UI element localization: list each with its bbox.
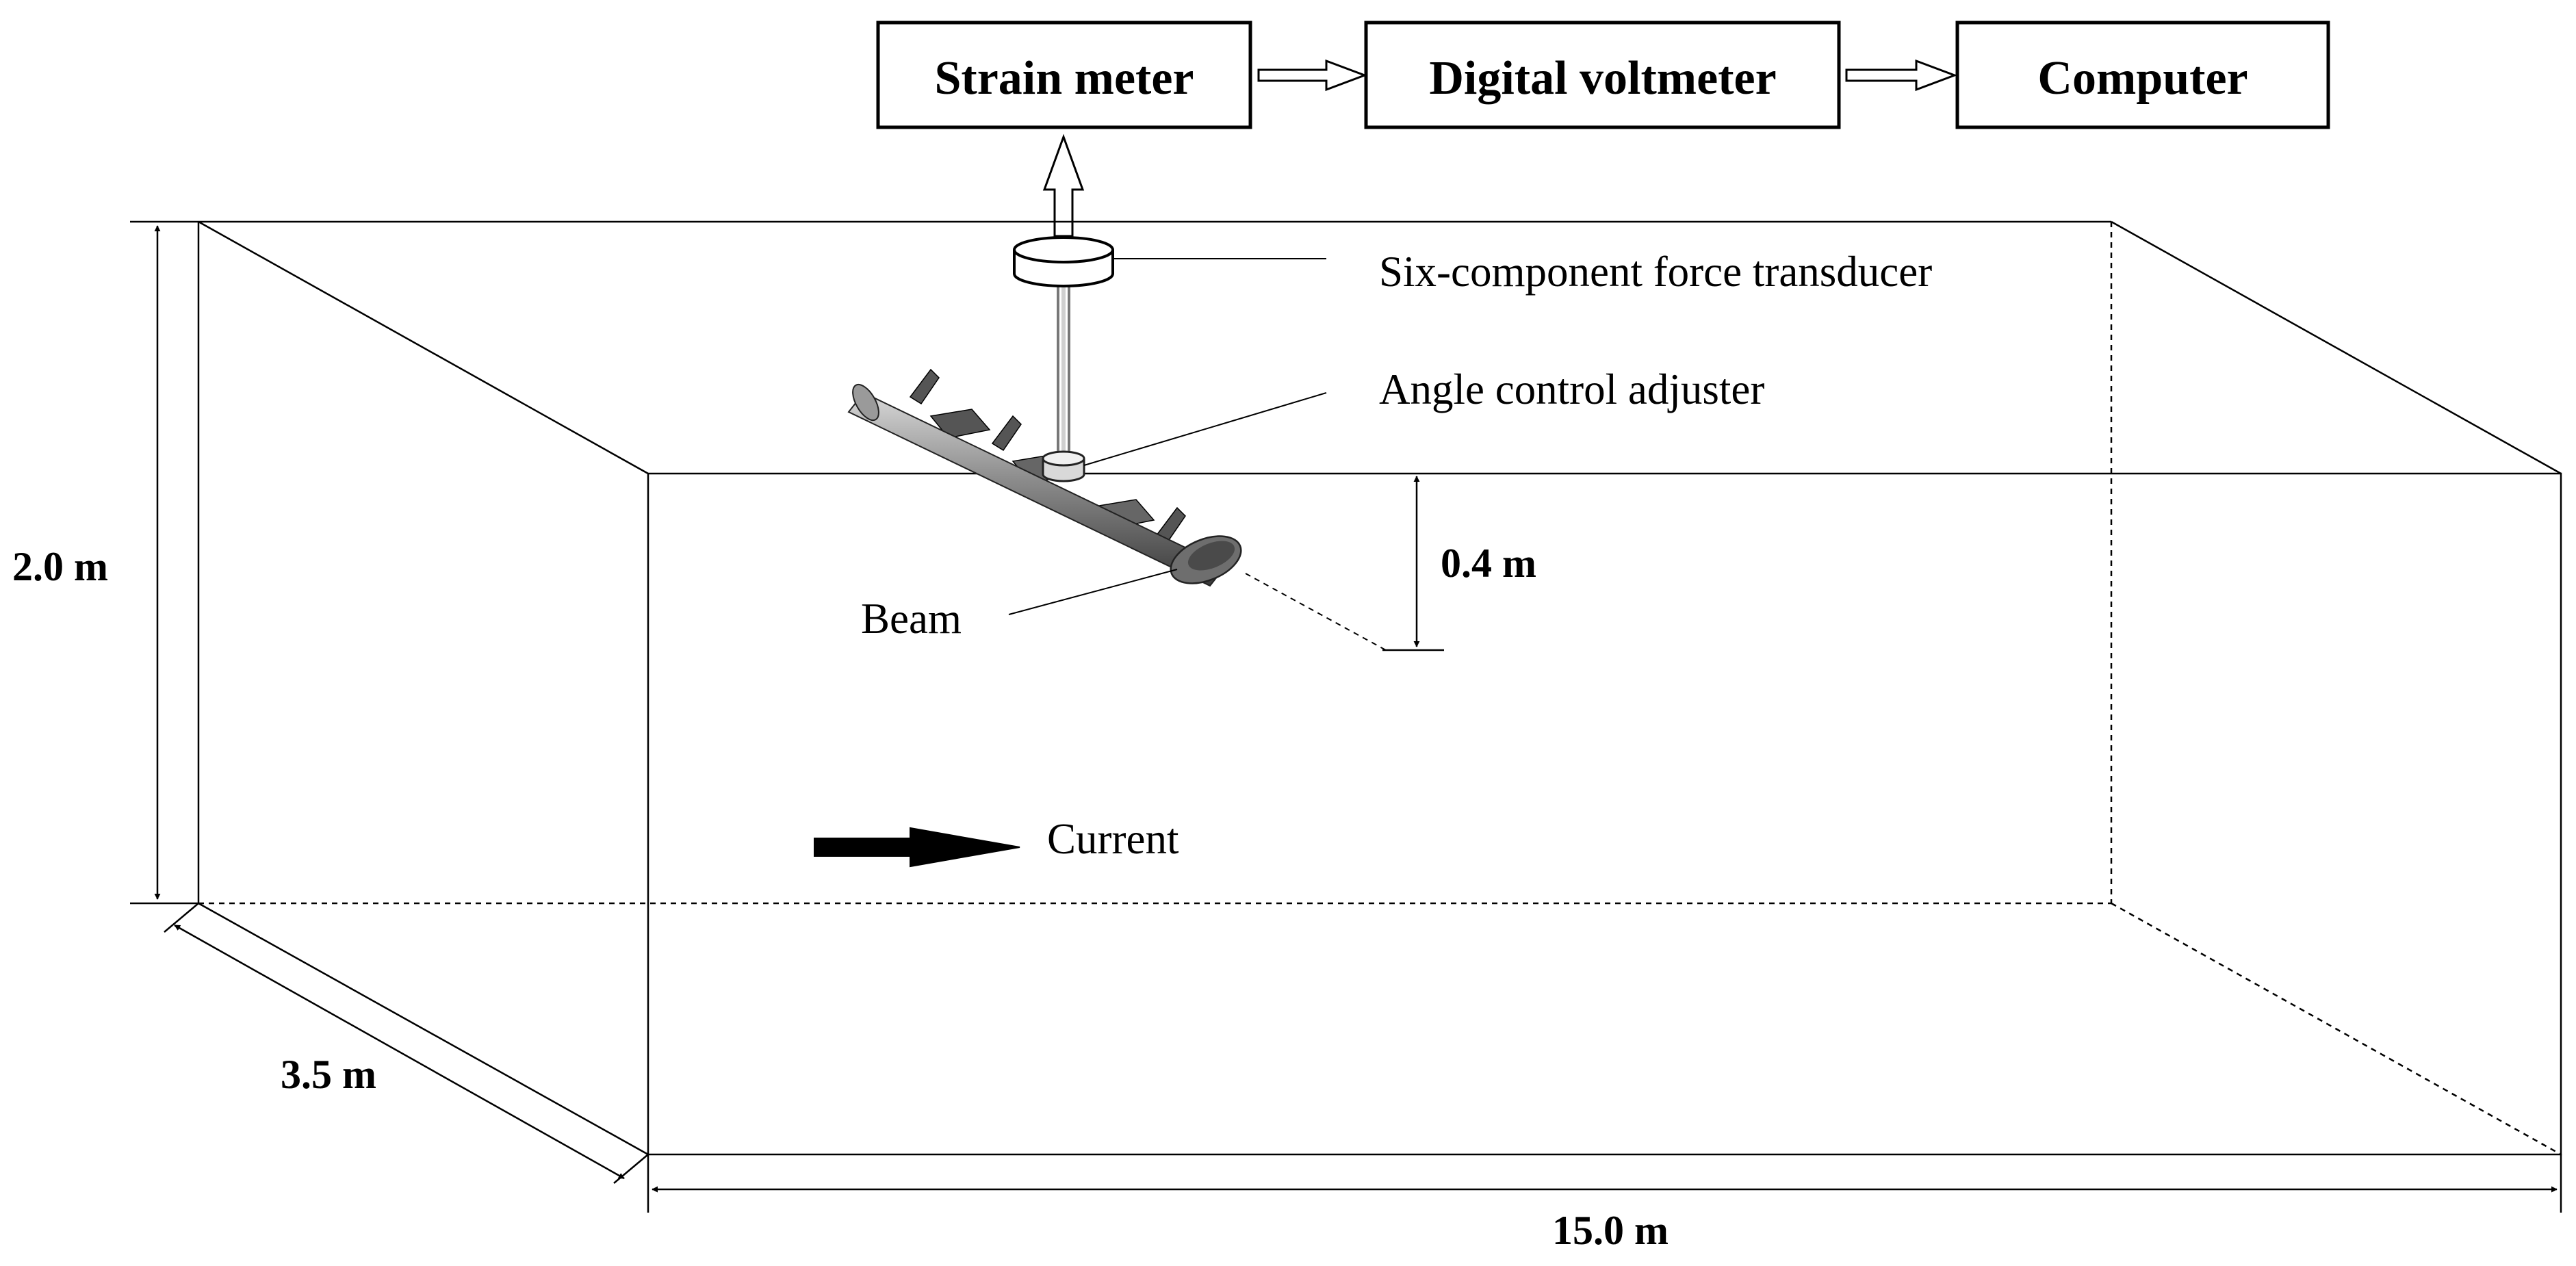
force-transducer-shape	[1013, 236, 1114, 287]
length-dimension-label: 15.0 m	[1552, 1208, 1669, 1253]
callout-labels: Six-component force transducer Angle con…	[861, 248, 1932, 863]
current-label: Current	[1047, 815, 1179, 863]
dimension-labels: 2.0 m 3.5 m 15.0 m 0.4 m	[12, 541, 1669, 1253]
beam-label: Beam	[861, 595, 962, 643]
strain-meter-label: Strain meter	[934, 52, 1194, 105]
depth-dimension-label: 0.4 m	[1441, 541, 1536, 586]
flow-arrow-voltmeter-to-computer	[1845, 59, 1958, 92]
mounting-rod	[1057, 277, 1070, 458]
leader-lines	[1008, 258, 1387, 651]
transducer-label: Six-component force transducer	[1379, 248, 1932, 296]
computer-label: Computer	[2037, 52, 2247, 105]
digital-voltmeter-block: Digital voltmeter	[1364, 21, 1841, 129]
flow-arrow-transducer-to-strain-meter	[1042, 133, 1085, 237]
angle-adjuster-shape	[1042, 450, 1085, 482]
tank-wireframe	[197, 220, 2562, 1156]
width-dimension-label: 3.5 m	[281, 1052, 376, 1097]
dimension-lines	[130, 220, 2562, 1213]
computer-block: Computer	[1955, 21, 2330, 129]
digital-voltmeter-label: Digital voltmeter	[1429, 52, 1776, 105]
strain-meter-block: Strain meter	[876, 21, 1252, 129]
current-arrow	[814, 827, 1020, 868]
flow-arrow-strain-to-voltmeter	[1257, 59, 1368, 92]
block-chain: Strain meter Digital voltmeter Computer	[876, 21, 2330, 237]
beam-shape	[847, 368, 1242, 587]
adjuster-label: Angle control adjuster	[1379, 365, 1764, 413]
height-dimension-label: 2.0 m	[12, 544, 108, 589]
